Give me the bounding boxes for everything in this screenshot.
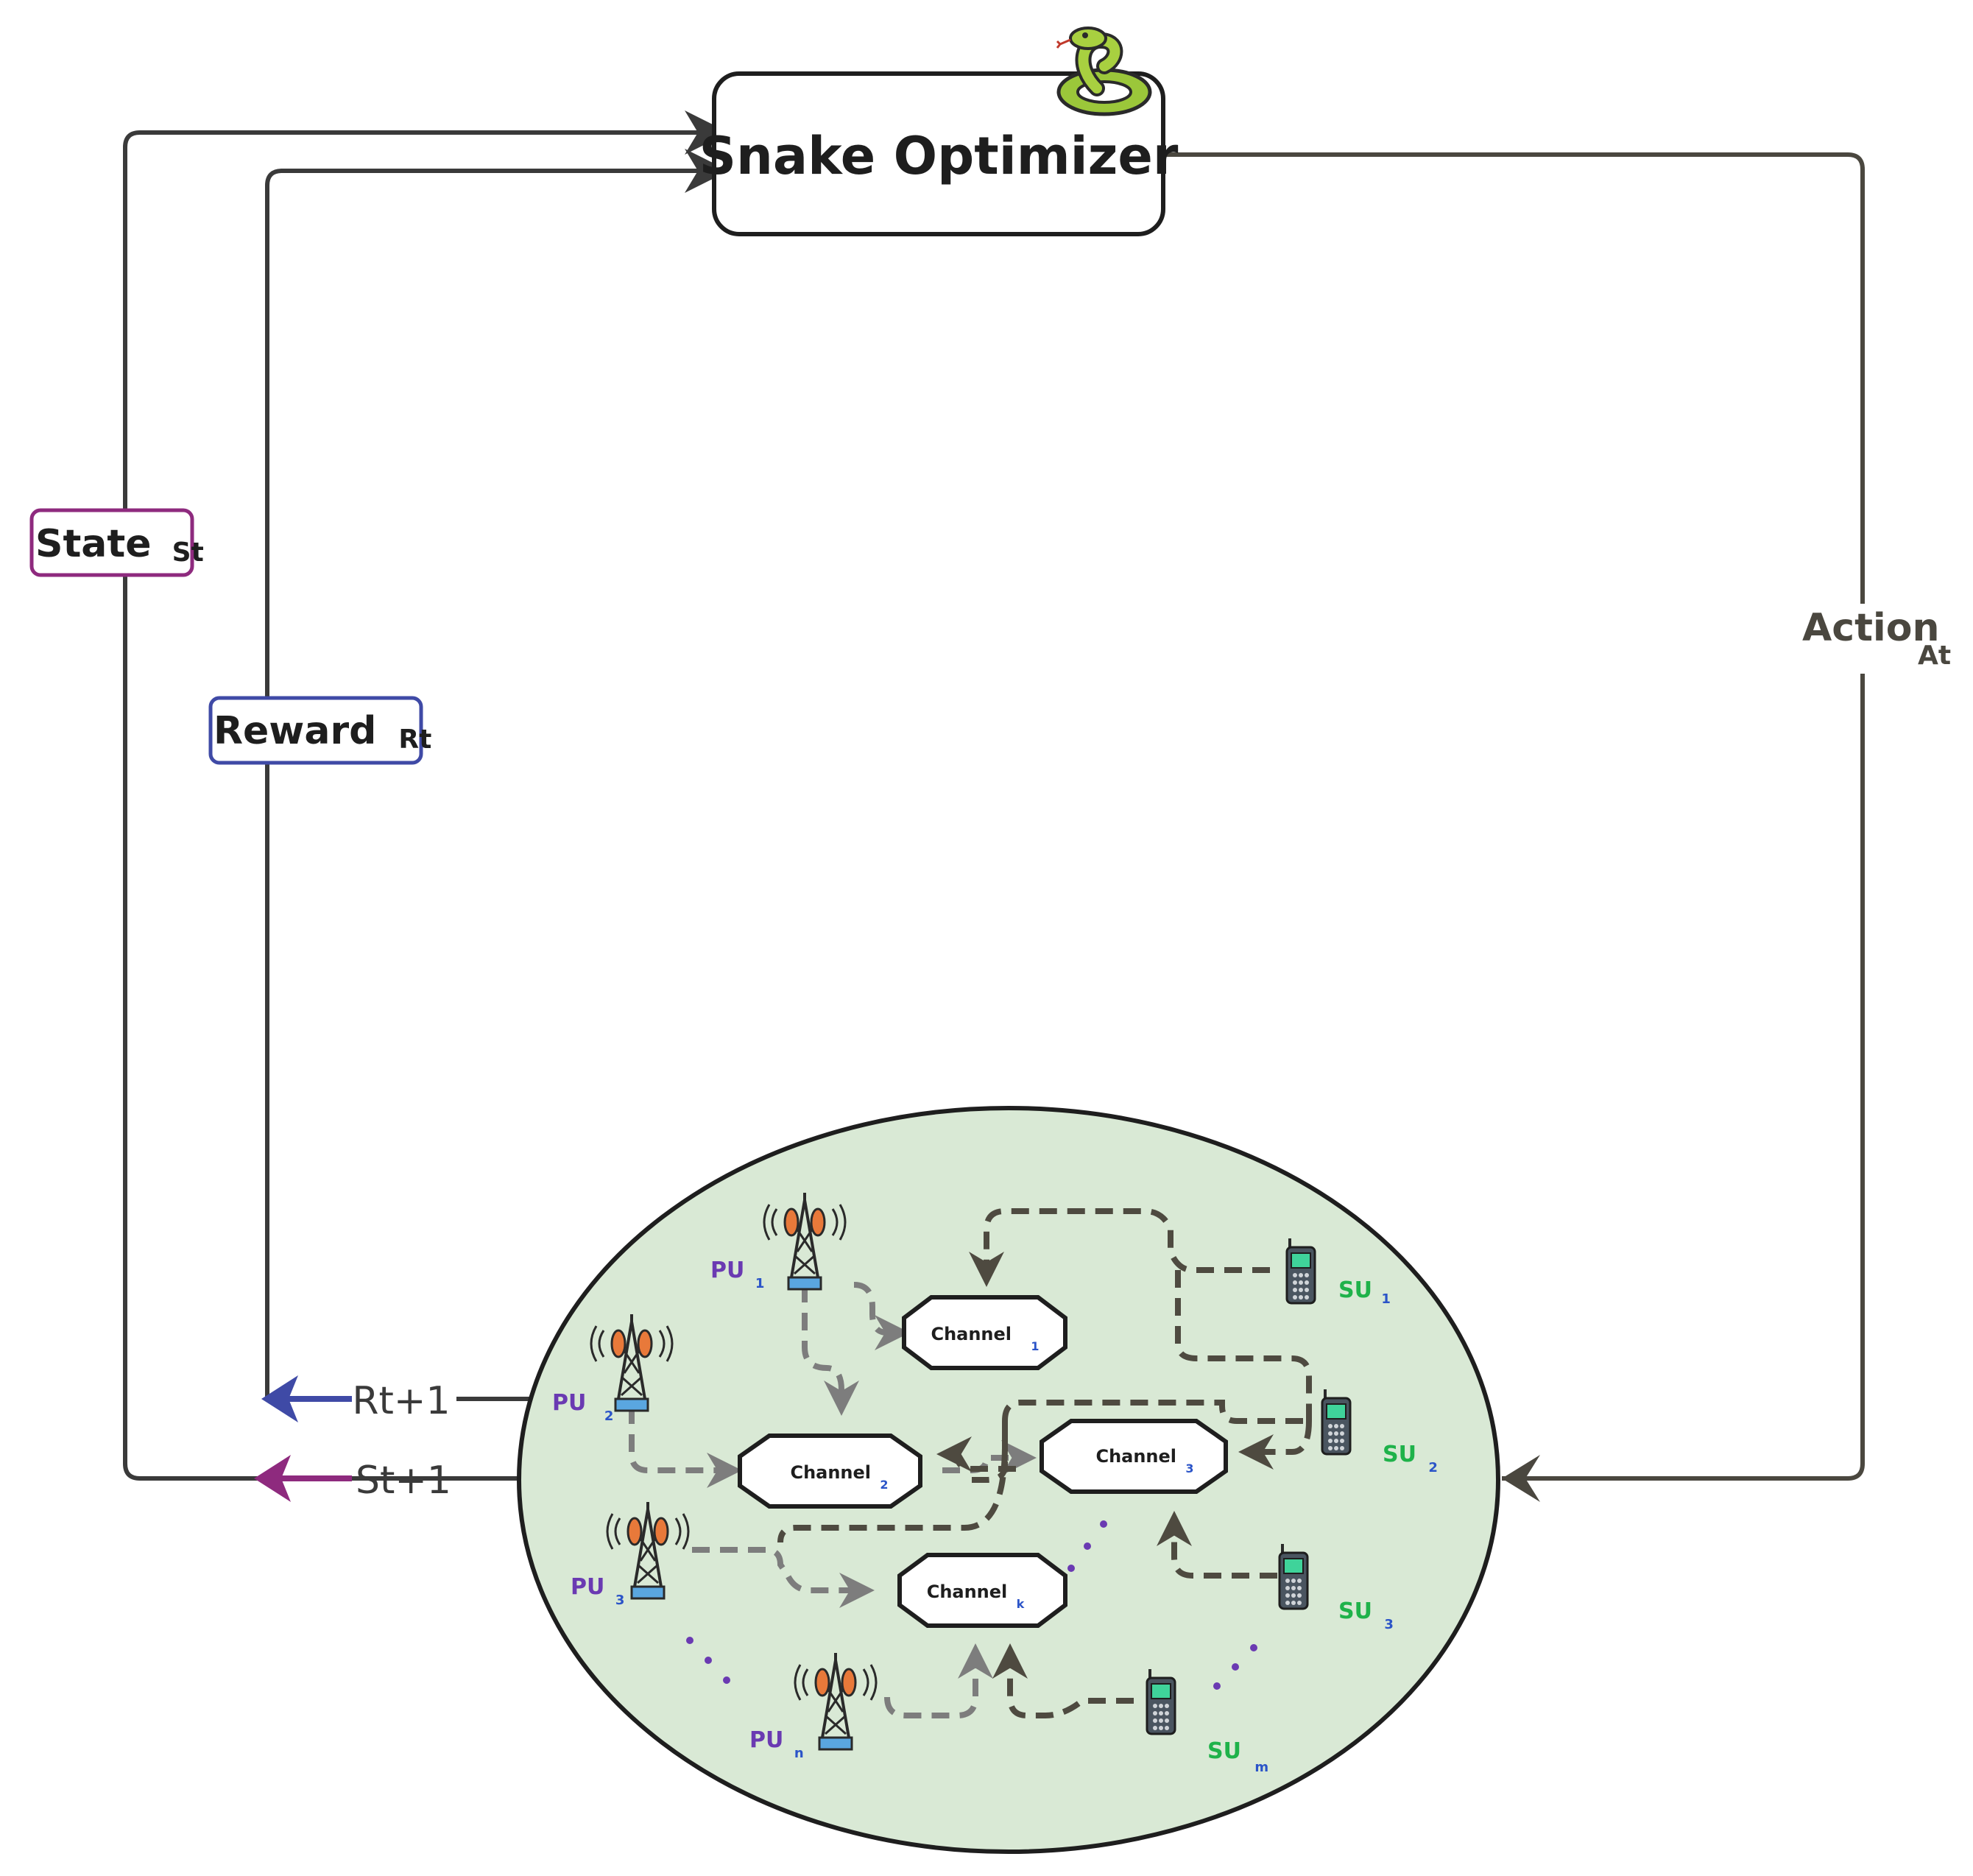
state-label: State — [35, 522, 152, 566]
channel3-to-channel2-link — [936, 1436, 1016, 1472]
action-label-group: Action At — [1800, 604, 1951, 674]
svg-text:Channel 2: Channel 2 — [790, 1462, 888, 1492]
svg-text:SU m: SU m — [1207, 1738, 1268, 1775]
pu1-to-channel1-link — [853, 1282, 910, 1350]
su-m-label: SU — [1207, 1738, 1241, 1764]
channel-1-subscript: 1 — [1031, 1339, 1039, 1353]
tower-icon — [590, 1314, 674, 1412]
optimizer-title: Snake Optimizer — [699, 126, 1179, 186]
svg-text:Channel k: Channel k — [927, 1581, 1025, 1611]
pu-2-subscript: 2 — [604, 1408, 614, 1424]
channel-2-subscript: 2 — [880, 1478, 888, 1492]
phone-icon — [1146, 1669, 1176, 1735]
pu-ellipsis-dots — [686, 1637, 730, 1684]
svg-text:Channel 3: Channel 3 — [1095, 1446, 1193, 1475]
su1-to-channel1-link — [969, 1208, 1270, 1287]
state-subscript: St — [172, 537, 204, 568]
su-2-label: SU — [1383, 1442, 1416, 1467]
pu-3-label: PU — [571, 1574, 604, 1600]
action-arrowhead — [1502, 1455, 1540, 1502]
su3-to-channel3-link — [1157, 1511, 1277, 1579]
channel-k-label: Channel — [927, 1581, 1008, 1602]
pun-to-channelk-link — [884, 1643, 993, 1718]
svg-text:State St: State St — [35, 522, 204, 568]
pu1-to-channel2-link — [802, 1285, 859, 1416]
snake-optimizer-box[interactable]: Snake Optimizer — [699, 71, 1179, 236]
su-1-label: SU — [1338, 1277, 1372, 1303]
channel-2-node: Channel 2 — [738, 1434, 922, 1509]
svg-text:SU 1: SU 1 — [1338, 1277, 1391, 1307]
svg-text:Channel 1: Channel 1 — [931, 1324, 1039, 1353]
svg-text:SU 3: SU 3 — [1338, 1598, 1394, 1632]
phone-icon — [1278, 1544, 1309, 1610]
phone-icon — [1321, 1389, 1352, 1456]
pu-2-label: PU — [552, 1390, 586, 1416]
next-state-label: St+1 — [356, 1459, 451, 1503]
channel-2-label: Channel — [790, 1462, 871, 1483]
su2-to-channel2-link — [972, 1400, 1303, 1483]
state-label-box: State St — [29, 508, 204, 577]
pu-1-label: PU — [710, 1258, 744, 1283]
channel-k-node: Channel k — [897, 1553, 1067, 1628]
channel-k-subscript: k — [1017, 1597, 1025, 1611]
svg-text:Reward Rt: Reward Rt — [213, 709, 431, 755]
svg-text:PU 3: PU 3 — [571, 1574, 624, 1608]
svg-text:At: At — [1918, 641, 1951, 671]
phone-icon — [1285, 1238, 1316, 1305]
channel-cross-link — [777, 1421, 1008, 1543]
channel-ellipsis-dots — [1067, 1520, 1107, 1572]
pu-n-label: PU — [749, 1727, 783, 1753]
su-m-subscript: m — [1254, 1760, 1268, 1775]
su-3-subscript: 3 — [1384, 1617, 1394, 1632]
next-reward-label: Rt+1 — [352, 1379, 450, 1423]
channel-3-node: Channel 3 — [1040, 1419, 1228, 1494]
pu2-to-channel2-link — [629, 1406, 742, 1488]
tower-icon — [794, 1653, 878, 1751]
channel-1-label: Channel — [931, 1324, 1012, 1344]
su2-to-channel3-link — [1238, 1420, 1312, 1470]
snake-icon — [1056, 27, 1152, 116]
action-loop-line — [1165, 152, 1865, 1481]
reward-subscript: Rt — [398, 724, 431, 755]
su-1-subscript: 1 — [1381, 1291, 1391, 1307]
su-links — [777, 1208, 1312, 1718]
svg-text:PU n: PU n — [749, 1727, 804, 1761]
action-label: Action — [1802, 606, 1940, 650]
next-state-arrow — [254, 1455, 352, 1502]
svg-text:PU 1: PU 1 — [710, 1258, 764, 1291]
sum-to-channelk-link — [992, 1643, 1134, 1718]
su-ellipsis-dots — [1213, 1644, 1257, 1690]
pu-1-subscript: 1 — [755, 1276, 765, 1291]
reward-label-box: Reward Rt — [208, 696, 431, 765]
state-loop-line — [123, 110, 729, 1481]
reward-loop-line — [265, 149, 729, 1399]
su-3-label: SU — [1338, 1598, 1372, 1624]
su-2-subscript: 2 — [1428, 1460, 1438, 1475]
channel-3-subscript: 3 — [1185, 1461, 1193, 1475]
next-reward-arrow — [261, 1375, 352, 1422]
channel-1-node: Channel 1 — [902, 1295, 1067, 1370]
su1-to-channel3-link — [1175, 1270, 1312, 1421]
reward-label: Reward — [213, 709, 376, 753]
action-subscript: At — [1918, 641, 1951, 671]
channel-3-label: Channel — [1095, 1446, 1176, 1467]
tower-icon — [763, 1193, 847, 1291]
svg-text:SU 2: SU 2 — [1383, 1442, 1438, 1475]
tower-icon — [606, 1502, 690, 1600]
pu-n-subscript: n — [794, 1746, 804, 1761]
pu-3-subscript: 3 — [615, 1593, 625, 1608]
svg-text:Action: Action — [1802, 606, 1940, 650]
environment-ellipse — [517, 1106, 1500, 1854]
svg-text:PU 2: PU 2 — [552, 1390, 613, 1424]
